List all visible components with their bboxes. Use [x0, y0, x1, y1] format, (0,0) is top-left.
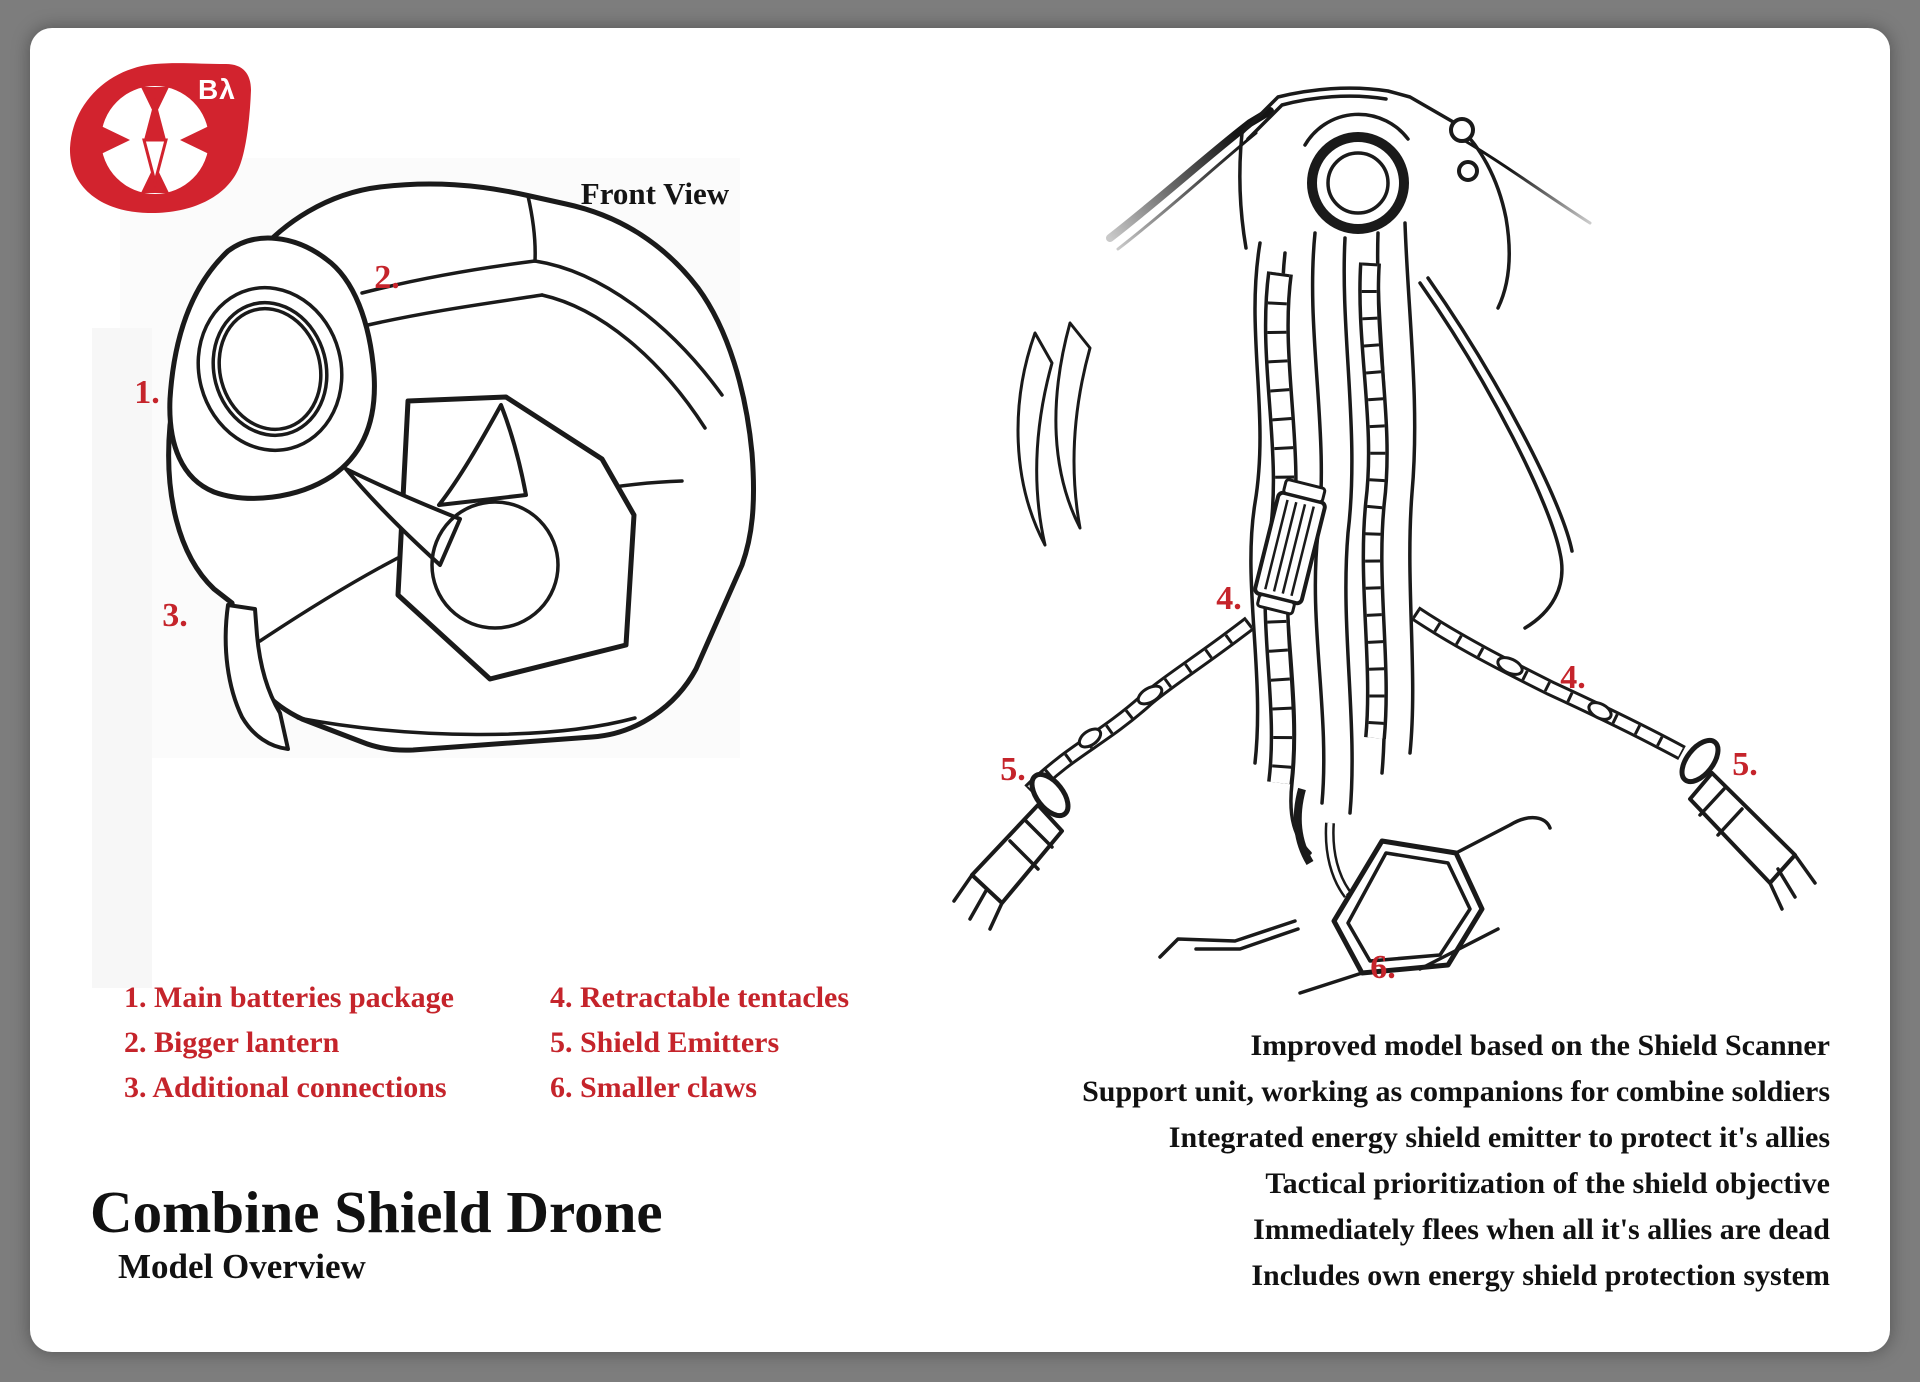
side-view-drawing: [952, 86, 1817, 995]
legend-item: 3. Additional connections: [124, 1071, 447, 1104]
page-title: Combine Shield Drone: [90, 1179, 663, 1245]
front-view-title: Front View: [580, 176, 730, 211]
description-line: Includes own energy shield protection sy…: [1251, 1259, 1830, 1292]
description-line: Tactical prioritization of the shield ob…: [1265, 1167, 1830, 1200]
antenna: [1106, 107, 1274, 242]
description-line: Support unit, working as companions for …: [1082, 1075, 1830, 1108]
combine-emblem: [344, 394, 637, 682]
compass-needle-south: [142, 138, 168, 188]
logo-monogram: Bλ: [198, 74, 236, 105]
description-line: Improved model based on the Shield Scann…: [1250, 1029, 1830, 1062]
compass-logo-graphic: [69, 63, 251, 214]
description-line: Immediately flees when all it's allies a…: [1253, 1213, 1830, 1246]
compass-lambda-logo: Bλ: [60, 58, 260, 218]
left-arm-tentacle: [1024, 616, 1255, 797]
claw-assembly: [1158, 787, 1552, 995]
callout-6: 6.: [1370, 949, 1396, 986]
right-arm-tentacle: [1410, 606, 1686, 761]
shield-emitter-left: [952, 771, 1071, 931]
callout-3: 3.: [162, 597, 188, 634]
lantern-lens: [1307, 132, 1409, 234]
callout-4-right: 4.: [1560, 659, 1586, 696]
legend-item: 4. Retractable tentacles: [550, 981, 850, 1014]
callout-2: 2.: [374, 259, 400, 296]
page-subtitle: Model Overview: [118, 1246, 366, 1286]
paper-sheet: Bλ Front View: [30, 28, 1890, 1352]
front-view-drawing: [166, 181, 757, 753]
legend-column-2: 4. Retractable tentacles 5. Shield Emitt…: [550, 975, 849, 1110]
legend-item: 1. Main batteries package: [124, 981, 454, 1014]
callout-5-right: 5.: [1732, 746, 1758, 783]
callout-1: 1.: [134, 374, 160, 411]
legend-item: 6. Smaller claws: [550, 1071, 757, 1104]
legend-column-1: 1. Main batteries package 2. Bigger lant…: [124, 975, 454, 1110]
description: Improved model based on the Shield Scann…: [730, 1023, 1830, 1299]
segmented-tentacle: [1358, 262, 1389, 740]
legend-item: 2. Bigger lantern: [124, 1026, 340, 1059]
shield-emitter-right: [1679, 737, 1817, 911]
callout-4-left: 4.: [1216, 580, 1242, 617]
battery-pack: [1253, 478, 1327, 616]
title-block: Combine Shield Drone Model Overview: [90, 1180, 663, 1287]
compass-needle-north: [144, 98, 166, 140]
callout-5-left: 5.: [1000, 751, 1026, 788]
description-line: Integrated energy shield emitter to prot…: [1168, 1121, 1830, 1154]
legend-item: 5. Shield Emitters: [550, 1026, 780, 1059]
